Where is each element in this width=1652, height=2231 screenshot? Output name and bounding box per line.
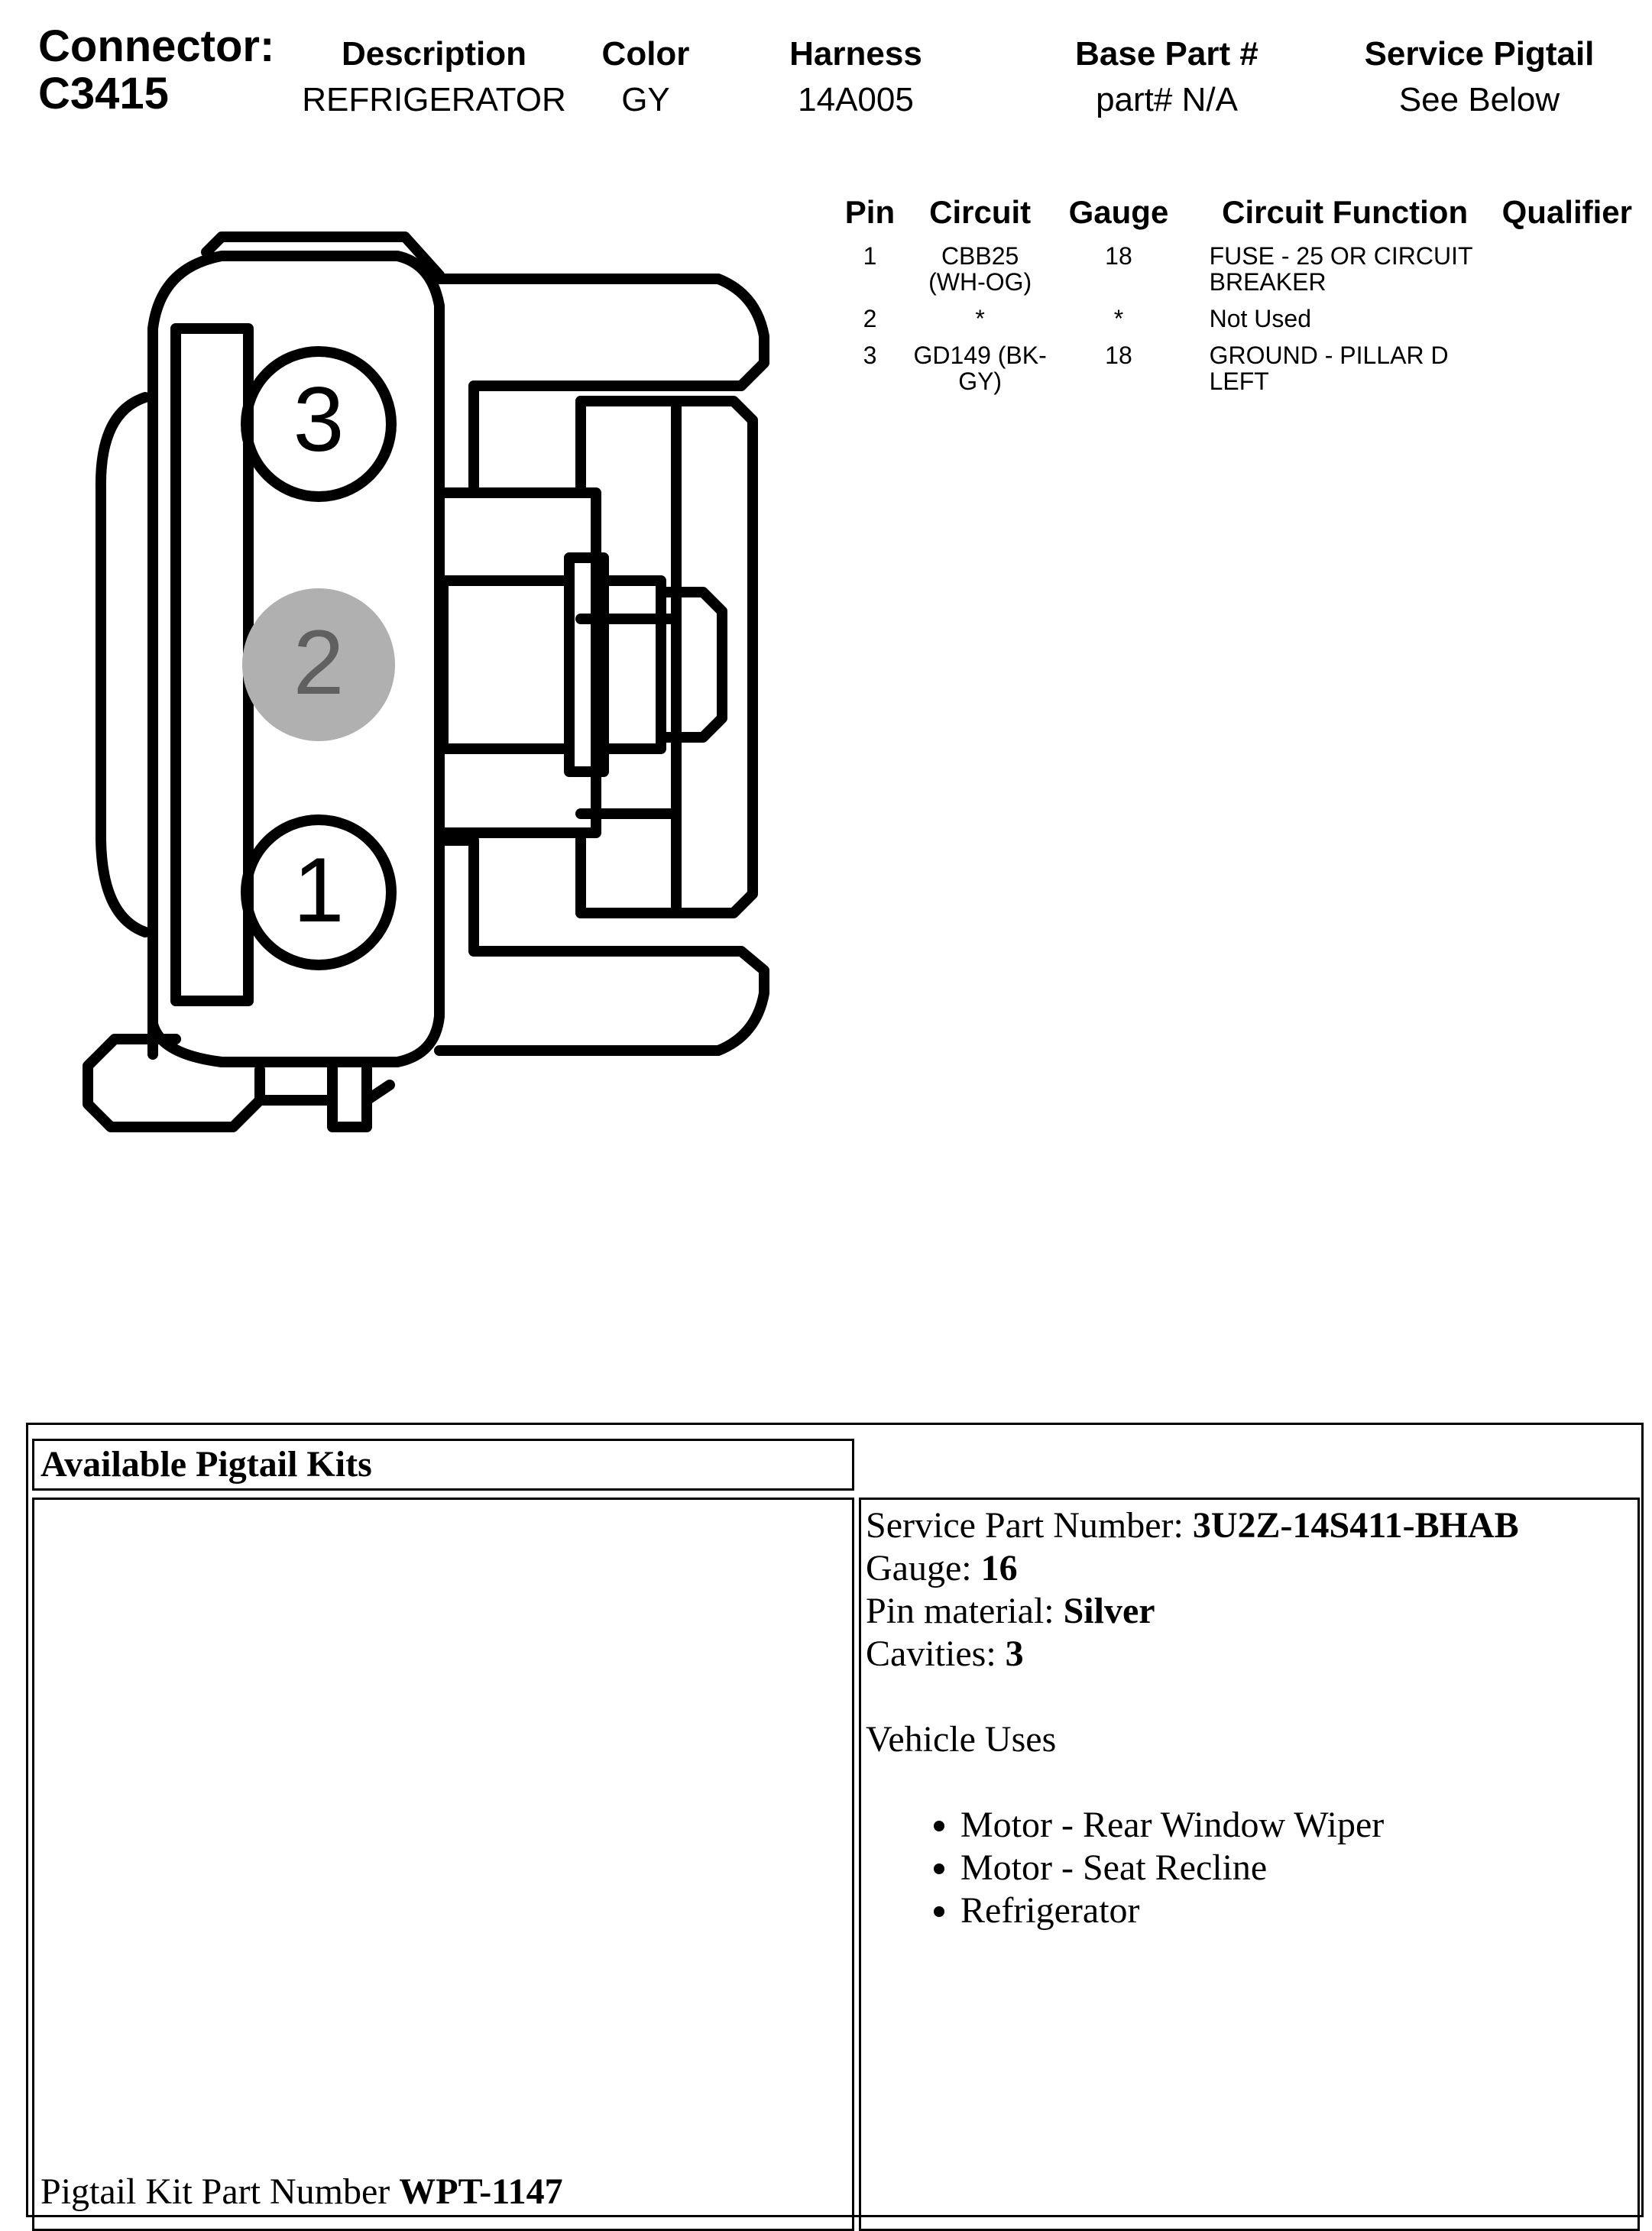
function-cell: GROUND - PILLAR D LEFT — [1209, 342, 1449, 395]
connector-body-outline — [147, 251, 445, 1067]
harness-label: Harness — [789, 35, 922, 73]
qualifier-cell — [1502, 336, 1639, 399]
spn-value: 3U2Z-14S411-BHAB — [1192, 1505, 1519, 1546]
pigtail-kits-heading: Available Pigtail Kits — [32, 1439, 854, 1491]
qualifier-cell — [1502, 237, 1639, 300]
right-latch-outline — [575, 396, 758, 918]
col-pin: Pin — [844, 194, 896, 230]
header-harness: Harness 14A005 — [695, 34, 1016, 120]
pin-cavity-2 — [242, 588, 395, 741]
header-service-pigtail: Service Pigtail See Below — [1319, 34, 1640, 120]
function-cell: FUSE - 25 OR CIRCUIT BREAKER — [1209, 242, 1472, 296]
header-base-part: Base Part # part# N/A — [1006, 34, 1327, 120]
pin-cell: 1 — [863, 242, 877, 270]
vehicle-uses-list: Motor - Rear Window Wiper Motor - Seat R… — [866, 1804, 1637, 1932]
col-function: Circuit Function — [1222, 194, 1469, 230]
connector-id: C3415 — [38, 69, 169, 118]
service-pigtail-value: See Below — [1398, 81, 1560, 118]
foot-link-right — [361, 1080, 395, 1106]
pin-cavity-1 — [241, 814, 397, 970]
gauge-cell: 18 — [1105, 242, 1132, 270]
key-tip — [656, 587, 727, 743]
pigtail-kit-image-cell: Pigtail Kit Part Number WPT-1147 — [32, 1498, 854, 2231]
spn-label: Service Part Number: — [866, 1505, 1184, 1546]
connector-diagram: 3 2 1 — [83, 232, 769, 1132]
center-key — [438, 575, 575, 754]
connector-label: Connector: — [38, 21, 275, 71]
bottom-foot-outline — [83, 1034, 265, 1132]
vehicle-uses-heading: Vehicle Uses — [866, 1719, 1057, 1760]
circuit-cell: GD149 (BK-GY) — [913, 342, 1047, 395]
connector-title: Connector: C3415 — [38, 23, 274, 118]
pigtail-kit-number: WPT-1147 — [399, 2171, 563, 2212]
gauge-value: 16 — [980, 1548, 1018, 1588]
pin-table-header: Pin Circuit Gauge Circuit Function Quali… — [829, 191, 1639, 237]
header-color: Color GY — [485, 34, 806, 120]
color-value: GY — [621, 81, 670, 118]
pin-material-label: Pin material: — [866, 1591, 1054, 1631]
function-cell: Not Used — [1209, 305, 1311, 332]
pin-label-3: 3 — [293, 368, 345, 471]
base-part-label: Base Part # — [1075, 35, 1258, 73]
description-label: Description — [341, 35, 527, 73]
harness-value: 14A005 — [798, 81, 914, 118]
list-item: Motor - Seat Recline — [960, 1847, 1637, 1889]
top-arm-outline — [434, 274, 769, 498]
pin-cell: 3 — [863, 342, 877, 369]
pin-label-1: 1 — [293, 839, 345, 941]
description-value: REFRIGERATOR — [302, 81, 566, 118]
bottom-arm-outline — [434, 835, 769, 1056]
pigtail-kit-details: Service Part Number: 3U2Z-14S411-BHAB Ga… — [859, 1498, 1640, 2231]
inner-dividers — [575, 396, 682, 918]
col-qualifier: Qualifier — [1501, 194, 1633, 230]
pin-cell: 2 — [863, 305, 877, 332]
cavities-line: Cavities: 3 — [866, 1633, 1637, 1676]
col-gauge: Gauge — [1068, 194, 1169, 230]
pigtail-kit-number-line: Pigtail Kit Part Number WPT-1147 — [40, 2171, 563, 2213]
table-row: 2 * * Not Used — [829, 300, 1639, 336]
pin-material-value: Silver — [1063, 1591, 1155, 1631]
base-part-value: part# N/A — [1096, 81, 1238, 118]
table-row: 3 GD149 (BK-GY) 18 GROUND - PILLAR D LEF… — [829, 336, 1639, 399]
pin-material-line: Pin material: Silver — [866, 1590, 1637, 1633]
list-item: Motor - Rear Window Wiper — [960, 1804, 1637, 1847]
gauge-cell: * — [1113, 305, 1124, 332]
spn-line: Service Part Number: 3U2Z-14S411-BHAB — [866, 1504, 1637, 1547]
inner-bar — [170, 323, 254, 1006]
circuit-cell: * — [975, 305, 985, 332]
qualifier-cell — [1502, 300, 1639, 336]
pin-cavity-3 — [241, 346, 397, 502]
circuit-cell: CBB25 (WH-OG) — [928, 242, 1032, 296]
bottom-post-outline — [327, 1057, 372, 1132]
gauge-label: Gauge: — [866, 1548, 972, 1588]
cavities-value: 3 — [1005, 1634, 1024, 1674]
key-post — [598, 575, 666, 754]
pigtail-kit-label: Pigtail Kit Part Number — [40, 2171, 390, 2212]
pin-label-2: 2 — [293, 611, 345, 714]
gauge-line: Gauge: 16 — [866, 1547, 1637, 1590]
left-latch-outline — [95, 392, 151, 937]
inner-block-outline — [438, 487, 601, 838]
header-description: Description REFRIGERATOR — [274, 34, 594, 120]
table-row: 1 CBB25 (WH-OG) 18 FUSE - 25 OR CIRCUIT … — [829, 237, 1639, 300]
col-circuit: Circuit — [929, 194, 1032, 230]
service-pigtail-label: Service Pigtail — [1364, 35, 1595, 73]
gauge-cell: 18 — [1105, 342, 1132, 369]
cavities-label: Cavities: — [866, 1634, 996, 1674]
top-tab-outline — [201, 232, 445, 280]
color-label: Color — [601, 35, 690, 73]
pin-table: Pin Circuit Gauge Circuit Function Quali… — [829, 191, 1639, 399]
list-item: Refrigerator — [960, 1889, 1637, 1932]
